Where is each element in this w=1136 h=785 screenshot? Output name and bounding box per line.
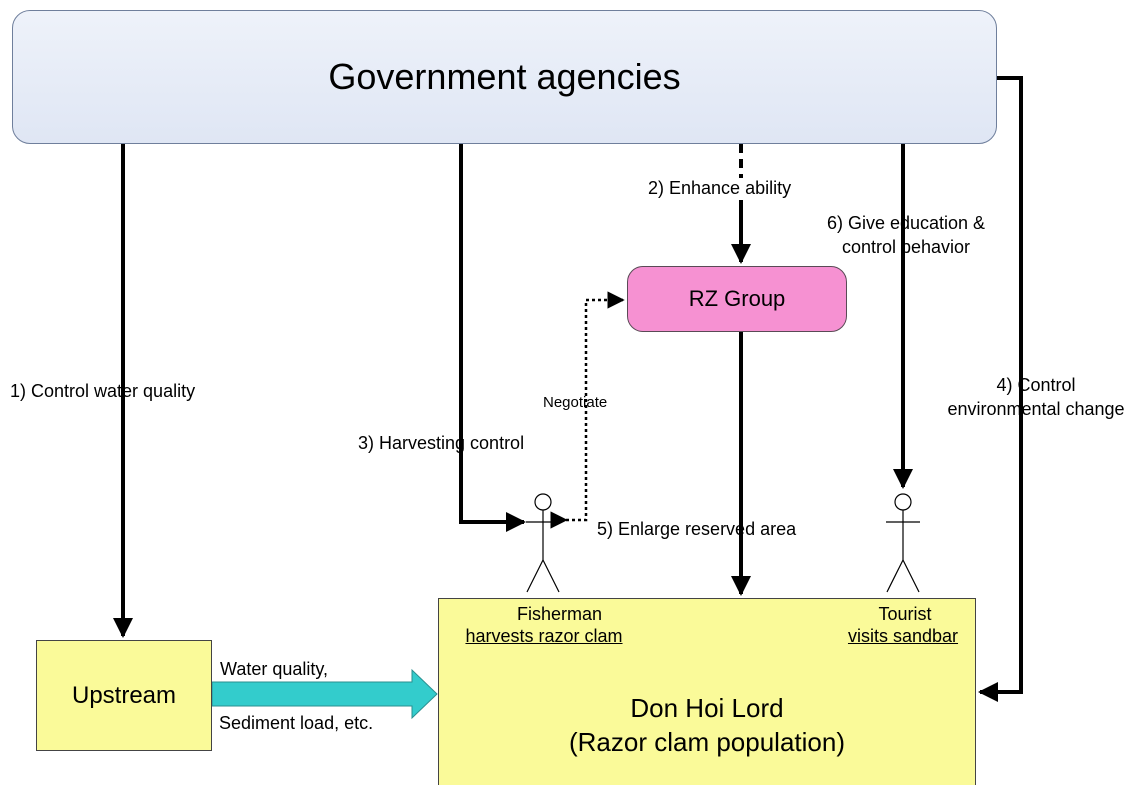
flow-arrow xyxy=(211,668,438,720)
label-control-environmental-1: 4) Control xyxy=(996,375,1076,395)
edge-environmental-change xyxy=(978,76,1023,702)
government-agencies-node: Government agencies xyxy=(12,10,997,144)
label-give-education-2: control behavior xyxy=(841,237,971,257)
government-agencies-label: Government agencies xyxy=(328,56,681,97)
fisherman-role: harvests razor clam xyxy=(465,626,623,646)
razor-clam-label: (Razor clam population) xyxy=(568,727,845,757)
edge-harvesting-control xyxy=(459,144,526,532)
fisherman-name: Fisherman xyxy=(516,604,603,624)
label-enhance-ability: 2) Enhance ability xyxy=(648,178,792,198)
tourist-figure xyxy=(886,493,920,593)
label-control-environmental-2: environmental change xyxy=(947,399,1125,419)
label-negotiate: Negotiate xyxy=(543,394,608,411)
label-harvesting-control: 3) Harvesting control xyxy=(358,433,525,453)
don-hoi-lord-node: Don Hoi Lord (Razor clam population) xyxy=(438,598,976,785)
tourist-name: Tourist xyxy=(878,604,932,624)
tourist-role: visits sandbar xyxy=(847,626,959,646)
rz-group-node: RZ Group xyxy=(627,266,847,332)
fisherman-figure xyxy=(526,493,560,593)
edge-negotiate xyxy=(550,291,625,529)
label-enlarge-reserved-area: 5) Enlarge reserved area xyxy=(597,519,797,539)
don-hoi-lord-label: Don Hoi Lord xyxy=(630,693,784,723)
label-flow-line2: Sediment load, etc. xyxy=(219,713,374,733)
upstream-node: Upstream xyxy=(36,640,212,751)
label-give-education-1: 6) Give education & xyxy=(826,213,986,233)
label-control-water-quality: 1) Control water quality xyxy=(10,381,196,401)
upstream-label: Upstream xyxy=(71,681,177,709)
label-flow-line1: Water quality, xyxy=(220,659,329,679)
rz-group-label: RZ Group xyxy=(688,286,786,311)
